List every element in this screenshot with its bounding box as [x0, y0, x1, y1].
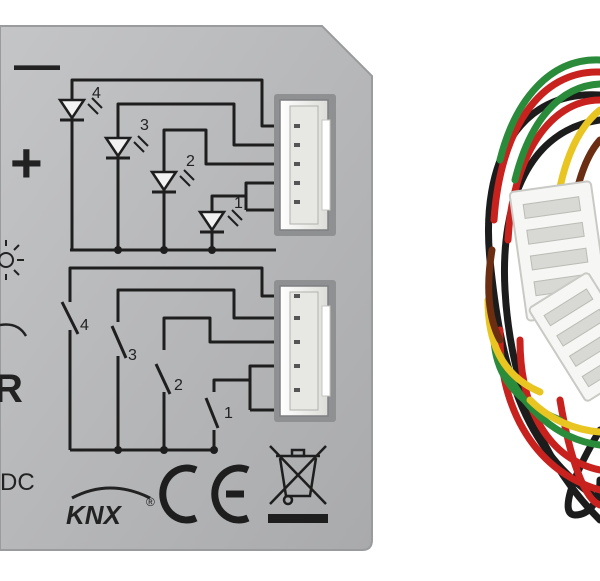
ce-mark-icon	[159, 464, 250, 524]
led-emission-arrows	[87, 97, 243, 227]
knx-registered-mark: ®	[146, 495, 155, 509]
switch-circuit	[60, 266, 278, 452]
knx-logo: KNX ®	[66, 486, 155, 530]
switch-connector	[274, 280, 336, 422]
led-label-1: 1	[234, 195, 243, 212]
led-connector	[274, 94, 336, 236]
led-label-3: 3	[140, 117, 149, 134]
led-junctions	[114, 246, 216, 254]
arc-mark	[0, 323, 28, 337]
plus-sign: +	[10, 131, 43, 194]
led-4-icon	[57, 98, 87, 121]
led-label-4: 4	[92, 85, 101, 102]
led-label-2: 2	[186, 153, 195, 170]
weee-bin-icon	[268, 445, 328, 523]
led-3-icon	[103, 136, 133, 159]
switch-label-2: 2	[174, 377, 183, 394]
switch-label-4: 4	[80, 317, 89, 334]
led-1-icon	[197, 210, 227, 233]
knx-interface-module: — + R DC	[0, 25, 373, 551]
switch-junctions	[114, 446, 218, 454]
led-2-icon	[149, 170, 179, 193]
switch-number-labels: 4 3 2 1	[80, 317, 233, 422]
knx-logo-text: KNX	[66, 500, 123, 530]
dc-label: DC	[0, 469, 35, 496]
led-diodes	[57, 98, 227, 234]
switch-label-3: 3	[128, 347, 137, 364]
switch-label-1: 1	[224, 405, 233, 422]
r-letter: R	[0, 367, 23, 411]
minus-sign: —	[14, 38, 60, 90]
led-number-labels: 4 3 2 1	[92, 85, 243, 212]
light-icon	[0, 240, 24, 280]
cable-connector-bottom	[528, 272, 600, 402]
